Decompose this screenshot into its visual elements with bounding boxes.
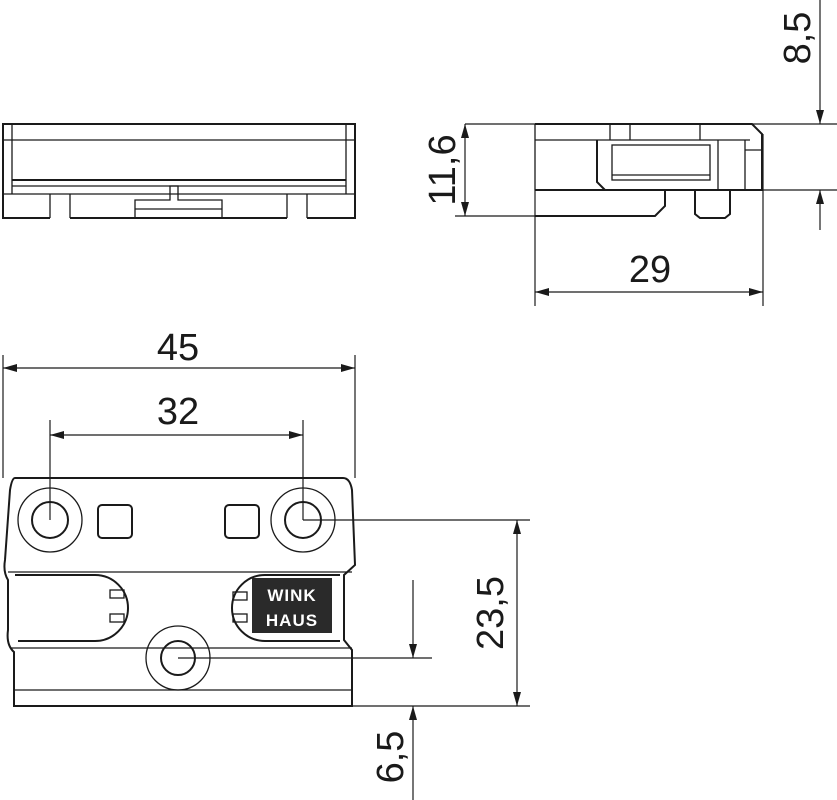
top-view: WINK HAUS bbox=[3, 477, 357, 707]
dim-hole-spacing: 32 bbox=[157, 391, 199, 433]
dim-height-side: 8,5 bbox=[777, 12, 819, 65]
extension-lines bbox=[2, 123, 837, 707]
dim-overall-width: 45 bbox=[157, 327, 199, 369]
brand-logo: WINK HAUS bbox=[252, 578, 332, 633]
front-view bbox=[2, 123, 356, 219]
side-view bbox=[534, 123, 763, 219]
dim-hole-vertical: 23,5 bbox=[470, 576, 512, 650]
svg-text:WINK: WINK bbox=[267, 586, 316, 605]
dim-height-front: 11,6 bbox=[422, 134, 464, 205]
svg-text:HAUS: HAUS bbox=[266, 611, 318, 630]
dim-depth: 29 bbox=[629, 249, 671, 291]
dimension-lines bbox=[3, 0, 824, 800]
dim-bottom-hole-offset: 6,5 bbox=[370, 731, 412, 784]
